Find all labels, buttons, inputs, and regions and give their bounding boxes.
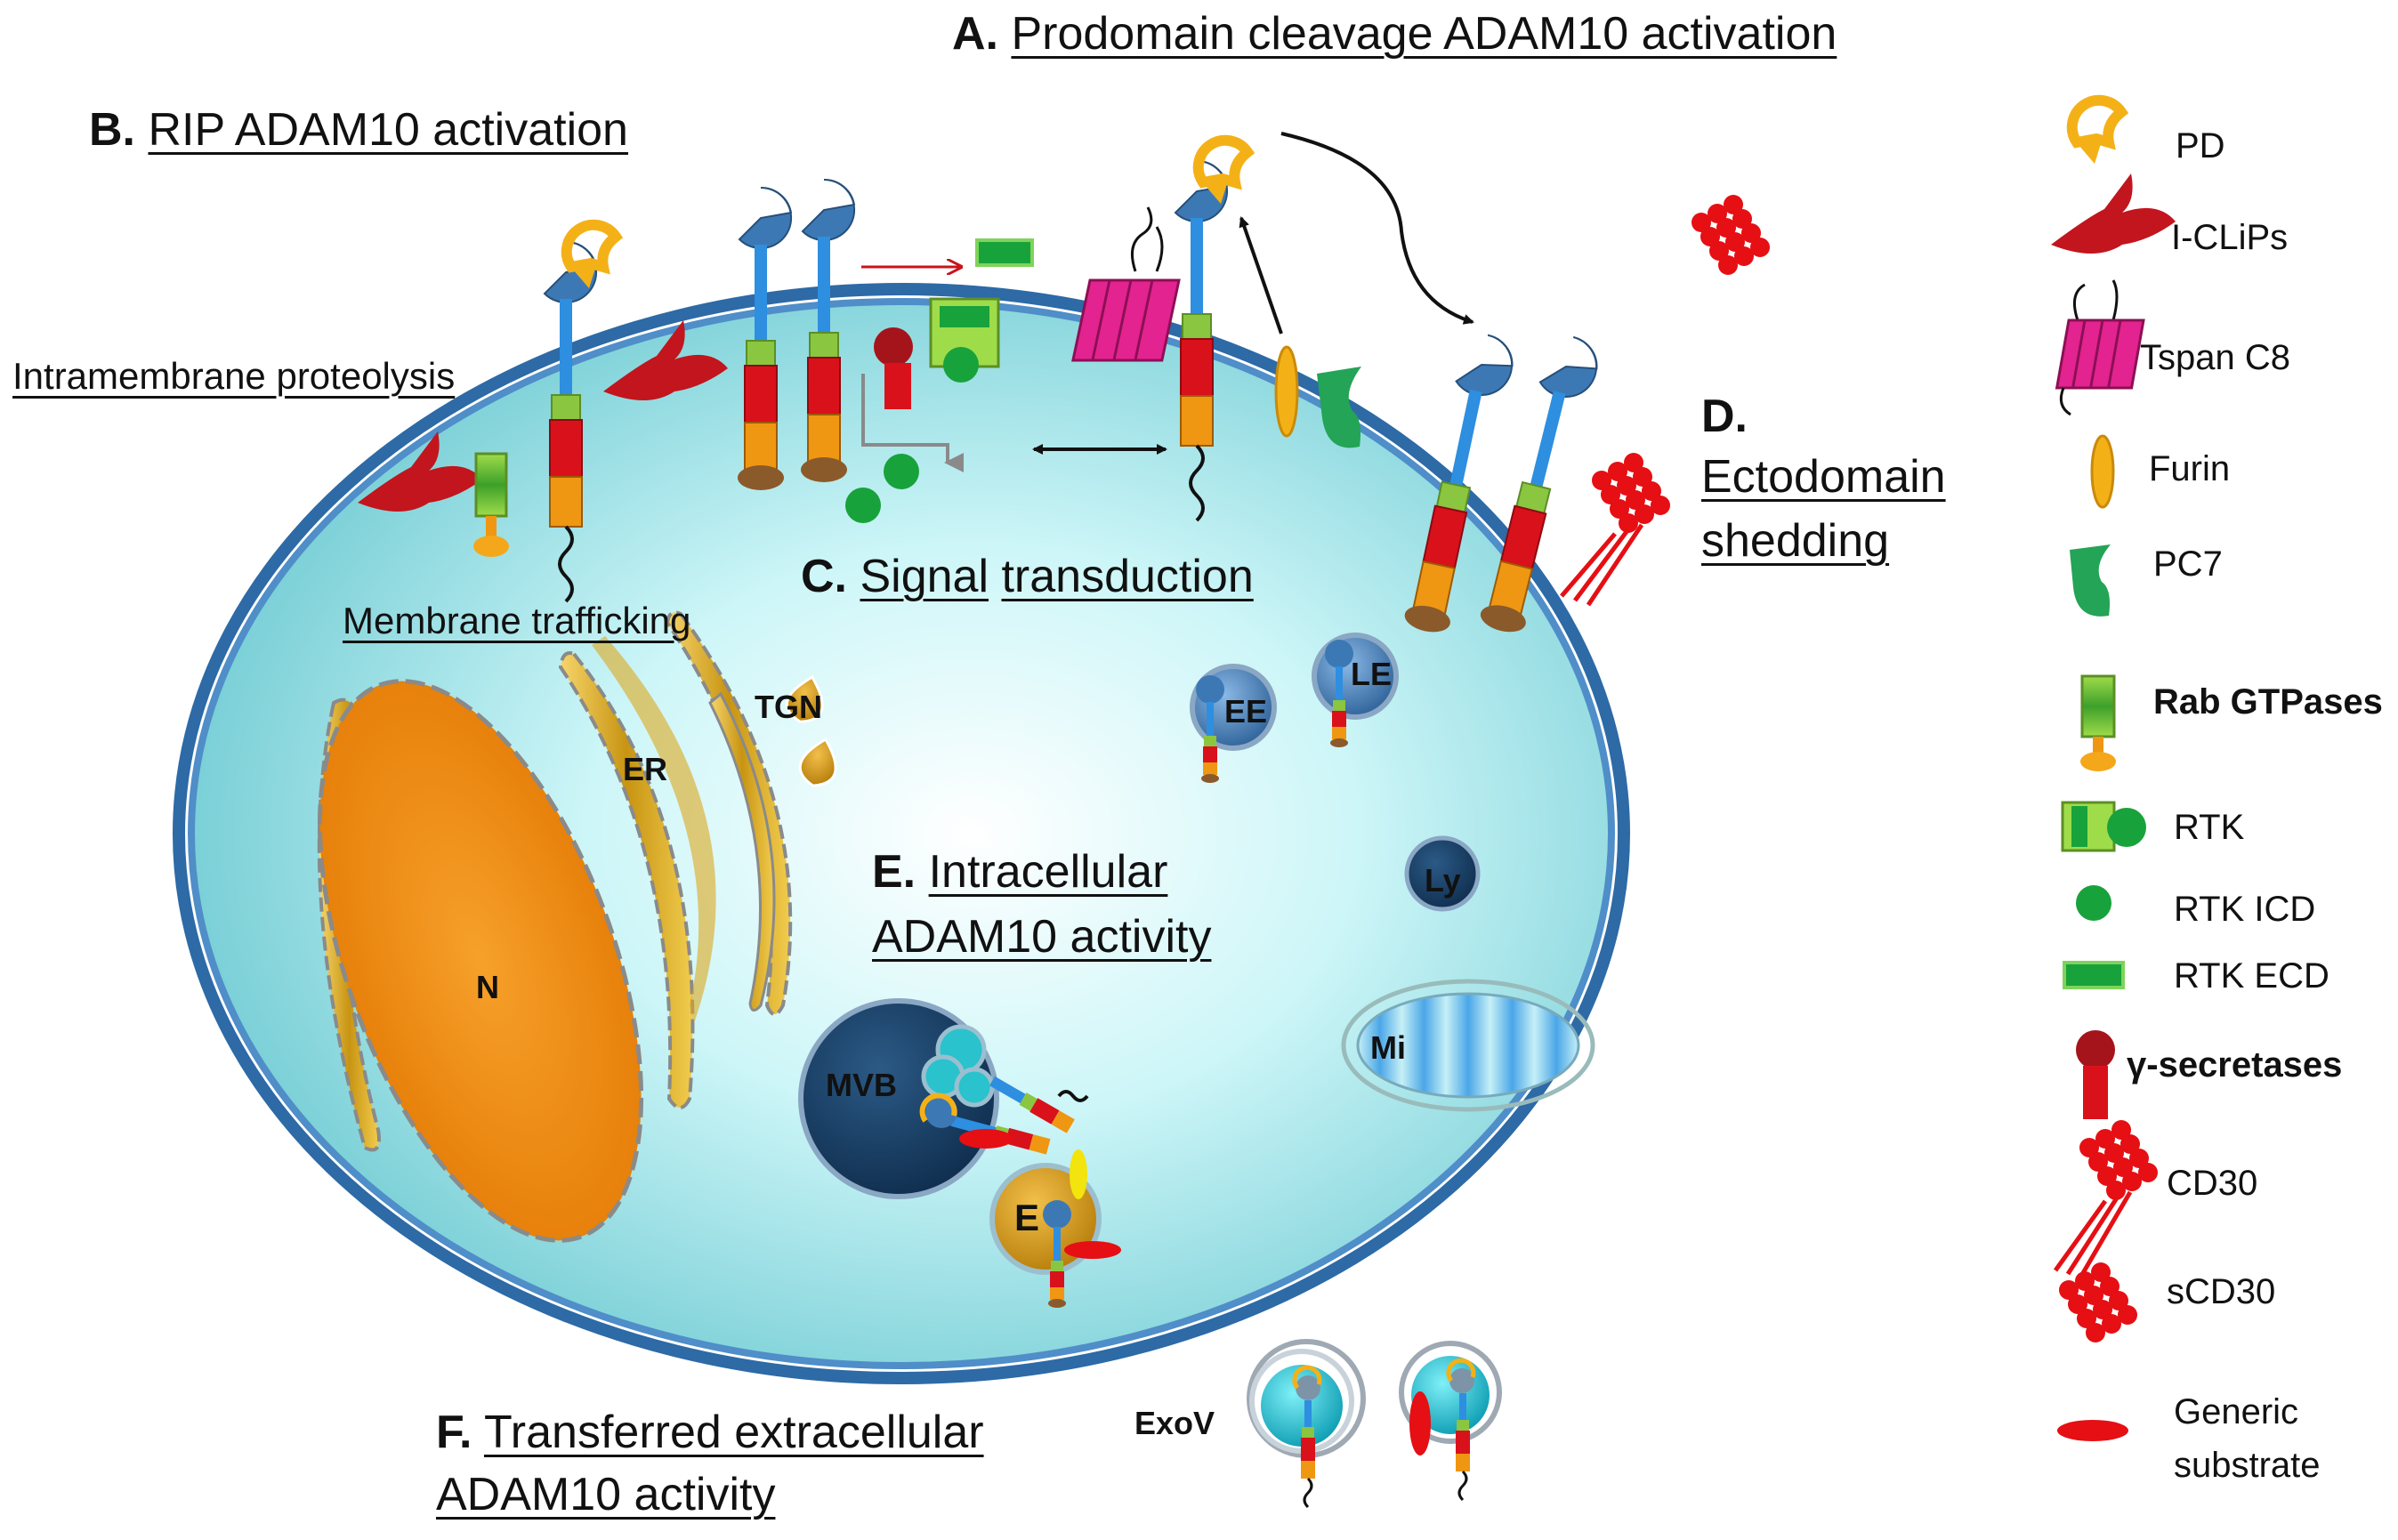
cd30-membrane [1560,453,1670,607]
legend-label-iclips: I-CLiPs [2171,218,2289,257]
label-er: ER [623,751,668,787]
heading-a: A. Prodomain cleavage ADAM10 activation [952,8,1837,60]
legend-label-rtk: RTK [2174,808,2245,847]
late-endosome [1312,633,1399,747]
heading-b-letter: B. [89,104,135,156]
legend-label-gamma: γ-secretases [2127,1045,2343,1084]
subheading-trafficking: Membrane trafficking [343,600,691,641]
tspan-c8 [1071,206,1181,362]
signal-arrow [861,374,964,472]
mitochondrion [1341,979,1595,1112]
prodomain-icon [2072,101,2121,164]
furin-icon [2090,434,2115,509]
rab-icon [2080,674,2116,771]
label-mvb: MVB [826,1067,897,1103]
label-ee: EE [1224,693,1268,730]
label-ly: Ly [1425,862,1461,899]
exosome-2 [1399,1341,1502,1502]
nucleus [317,679,644,1243]
rtk-icd-released [845,454,919,523]
heading-d-text-2: shedding [1701,515,1890,567]
legend-label-pc7: PC7 [2153,544,2223,584]
heading-e-letter: E. [872,846,916,898]
arrow-a-up [1239,216,1283,335]
legend-icons [2051,101,2176,1441]
label-e: E [1014,1197,1040,1238]
arrow-a-curve [1280,132,1474,325]
legend-label-rtk-ecd: RTK ECD [2174,956,2329,996]
legend-label-rtk-icd: RTK ICD [2174,890,2316,929]
pc7-on-membrane [1317,367,1361,448]
endosome [989,1149,1121,1308]
furin-on-membrane [1274,345,1299,438]
label-le: LE [1351,656,1393,692]
label-nucleus: N [476,969,499,1005]
heading-e: E. Intracellular [872,846,1168,898]
subheading-intramembrane: Intramembrane proteolysis [12,355,456,397]
multivesicular-body [798,998,1089,1199]
rtk-ecd-release [861,238,1034,267]
gamma-secretase-icon [2076,1030,2115,1119]
gamma-secretase [874,327,913,409]
legend-label-furin: Furin [2149,449,2231,488]
label-mi: Mi [1370,1029,1406,1066]
heading-f-letter: F. [436,1407,472,1458]
label-tgn: TGN [755,689,822,725]
pc7-icon [2070,544,2111,617]
cd30-icon [2053,1120,2158,1279]
legend-label-pd: PD [2176,126,2225,165]
substrate-icon [2057,1420,2128,1441]
rab-gtpase [473,452,509,557]
scd30-released [1692,195,1770,275]
legend-label-substrate: substrate [2174,1446,2321,1485]
heading-e-text-2: ADAM10 activity [872,911,1212,963]
heading-f: F. Transferred extracellular [436,1407,984,1458]
early-endosome [1190,664,1277,783]
legend-label-cd30: CD30 [2167,1164,2258,1203]
iclip-icon [2051,173,2176,254]
tspan-icon [2055,279,2145,416]
heading-d-letter: D. [1701,391,1748,442]
legend-label-scd30: sCD30 [2167,1272,2276,1311]
scd30-icon [2059,1262,2137,1342]
heading-d-text-1: Ectodomain [1701,451,1946,503]
tgn-vesicles [785,674,837,787]
rtk-icd-icon [2076,885,2111,921]
rtk-icon [2061,801,2146,852]
exosome-1 [1247,1339,1366,1509]
label-exov: ExoV [1134,1405,1215,1441]
heading-f-text-1: Transferred extracellular [483,1407,984,1458]
heading-c-text-1: Signal [860,551,989,602]
lysosome [1404,835,1481,912]
heading-a-letter: A. [952,8,998,60]
heading-b: B. RIP ADAM10 activation [89,104,628,156]
heading-a-text: Prodomain cleavage ADAM10 activation [1011,8,1837,60]
heading-c: C. Signal transduction [801,551,1254,602]
legend-label-rab: Rab GTPases [2153,682,2383,722]
heading-b-text: RIP ADAM10 activation [148,104,628,156]
heading-c-text-2: transduction [1001,551,1254,602]
rtk-ecd-icon [2063,961,2125,989]
heading-f-text-2: ADAM10 activity [436,1469,776,1520]
heading-c-letter: C. [801,551,847,602]
legend-label-tspan: Tspan C8 [2140,338,2290,377]
rtk [929,297,1000,383]
heading-e-text-1: Intracellular [928,846,1168,898]
legend-label-generic: Generic [2174,1392,2299,1431]
